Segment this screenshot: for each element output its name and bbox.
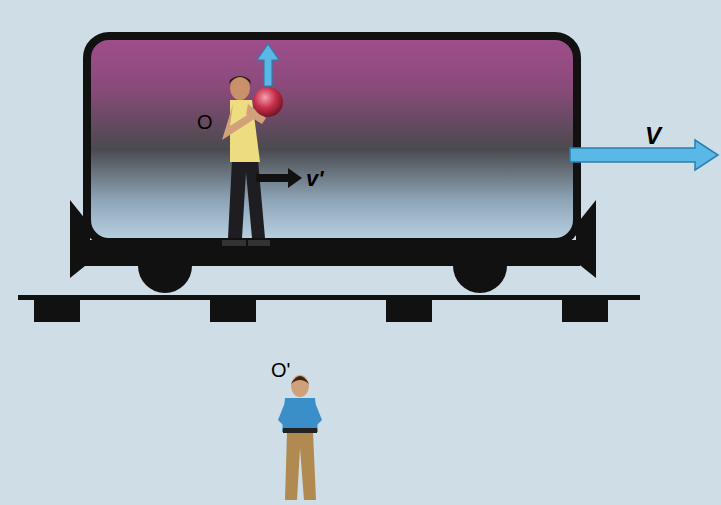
- sleeper: [34, 300, 80, 322]
- relative-velocity-arrow: [256, 168, 302, 188]
- observer: [278, 375, 322, 500]
- sleeper: [562, 300, 608, 322]
- velocity-label: v': [306, 168, 323, 190]
- wheel: [138, 266, 192, 293]
- buffer: [70, 200, 90, 278]
- sleeper: [386, 300, 432, 322]
- sleeper: [210, 300, 256, 322]
- velocity-label: V: [645, 124, 661, 148]
- velocity-arrow: [570, 140, 718, 170]
- train-car: [87, 36, 577, 242]
- vertical-arrow: [257, 44, 279, 86]
- observer-label: O: [197, 112, 213, 132]
- observer-label: O': [271, 360, 290, 380]
- rail: [18, 295, 640, 300]
- ball: [253, 87, 283, 117]
- wheel: [453, 266, 507, 293]
- buffer: [576, 200, 596, 278]
- chassis: [80, 240, 580, 266]
